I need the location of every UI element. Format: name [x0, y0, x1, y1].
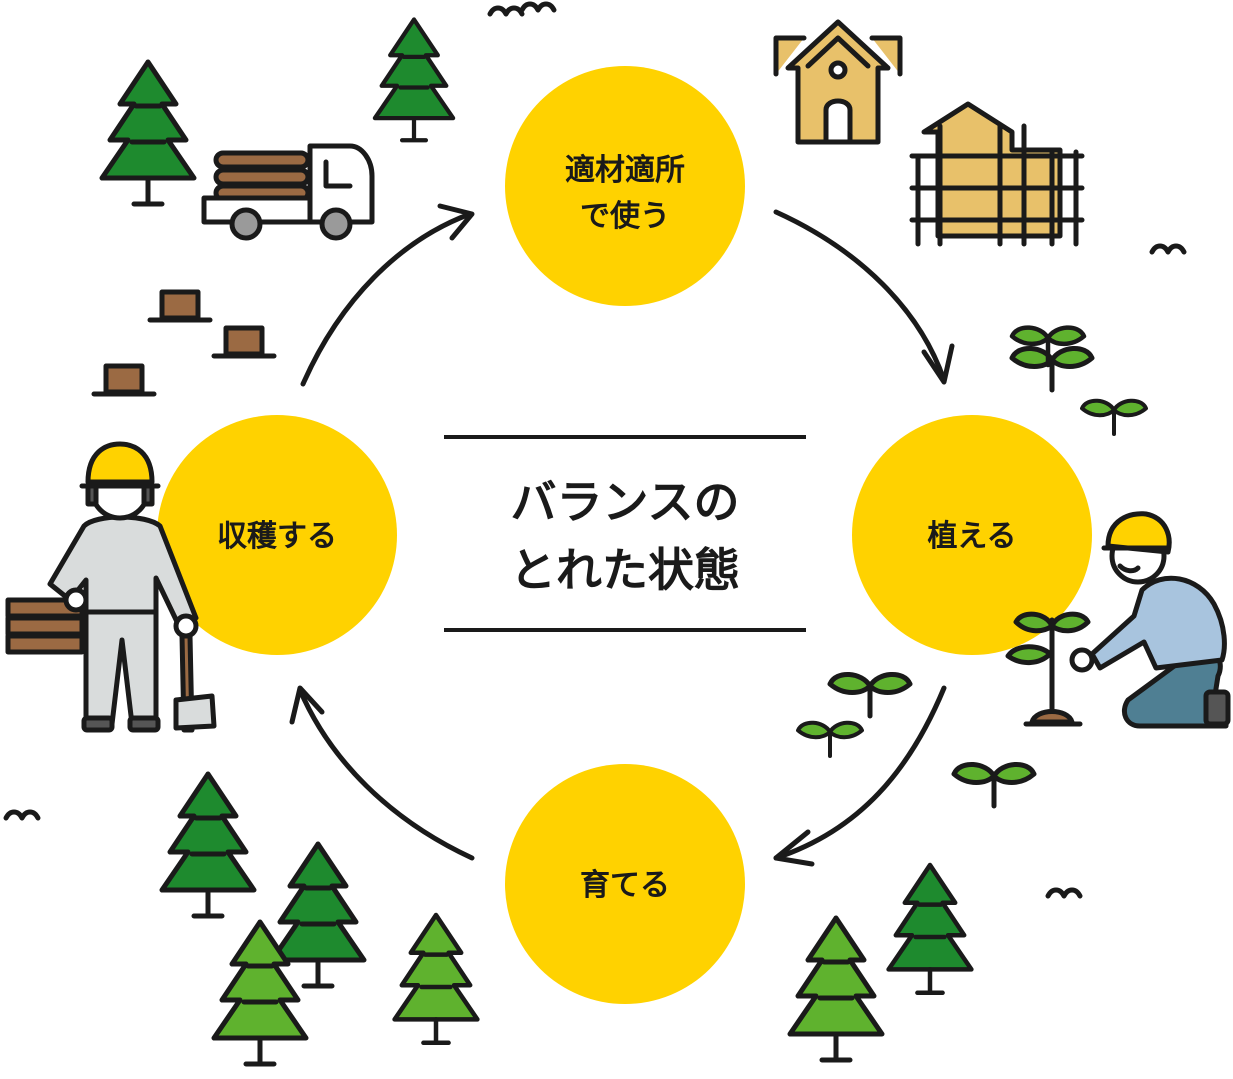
- stump-icon: [150, 292, 210, 320]
- node-harvest-label: 収穫する: [217, 519, 337, 554]
- house-icon: [773, 19, 903, 145]
- axe-icon: [173, 633, 217, 733]
- sprout-icon: [954, 764, 1034, 806]
- truck-icon: [201, 143, 375, 241]
- bird-icon: [490, 8, 522, 14]
- node-use-line1: 適材適所: [565, 153, 685, 188]
- node-use: 適材適所 で使う: [505, 66, 745, 306]
- center-block: バランスの とれた状態: [444, 435, 806, 632]
- sprout-icon: [1012, 348, 1092, 390]
- node-plant: 植える: [852, 415, 1092, 655]
- sprout-icon: [830, 674, 910, 716]
- tree-icon: [889, 865, 972, 993]
- tree-icon: [790, 918, 882, 1060]
- node-harvest: 収穫する: [157, 415, 397, 655]
- node-plant-label: 植える: [927, 519, 1016, 554]
- worker-harvest-icon: [47, 441, 199, 733]
- sprout-icon: [1082, 401, 1146, 434]
- arrow-use-to-plant: [773, 209, 947, 383]
- arrowhead-harvest-to-use: [437, 203, 475, 241]
- bird-icon: [1048, 890, 1080, 896]
- scaffold-house-icon: [909, 101, 1085, 247]
- arrowhead-plant-to-grow: [773, 829, 815, 867]
- stump-icon: [94, 366, 154, 394]
- tree-icon: [102, 62, 194, 204]
- cycle-arrows: [289, 203, 955, 867]
- sprout-icon: [798, 723, 862, 756]
- node-use-line2: で使う: [580, 199, 670, 234]
- center-title-line2: とれた状態: [510, 543, 740, 597]
- node-grow-label: 育てる: [580, 868, 670, 903]
- tree-icon: [375, 19, 453, 140]
- arrowhead-use-to-plant: [921, 343, 955, 385]
- center-title-line1: バランスの: [510, 475, 739, 529]
- node-grow: 育てる: [505, 764, 745, 1004]
- arrow-plant-to-grow: [773, 685, 947, 861]
- arrowhead-grow-to-harvest: [289, 685, 325, 725]
- bird-icon: [1152, 246, 1184, 252]
- log-pile-icon: [5, 597, 85, 655]
- tree-icon: [162, 774, 254, 916]
- arrow-grow-to-harvest: [297, 687, 475, 861]
- bird-icon: [522, 4, 554, 10]
- arrow-harvest-to-use: [300, 211, 473, 387]
- stump-icon: [214, 328, 274, 356]
- bird-icon: [6, 812, 38, 818]
- worker-plant-icon: [1005, 511, 1231, 729]
- tree-icon: [395, 915, 478, 1043]
